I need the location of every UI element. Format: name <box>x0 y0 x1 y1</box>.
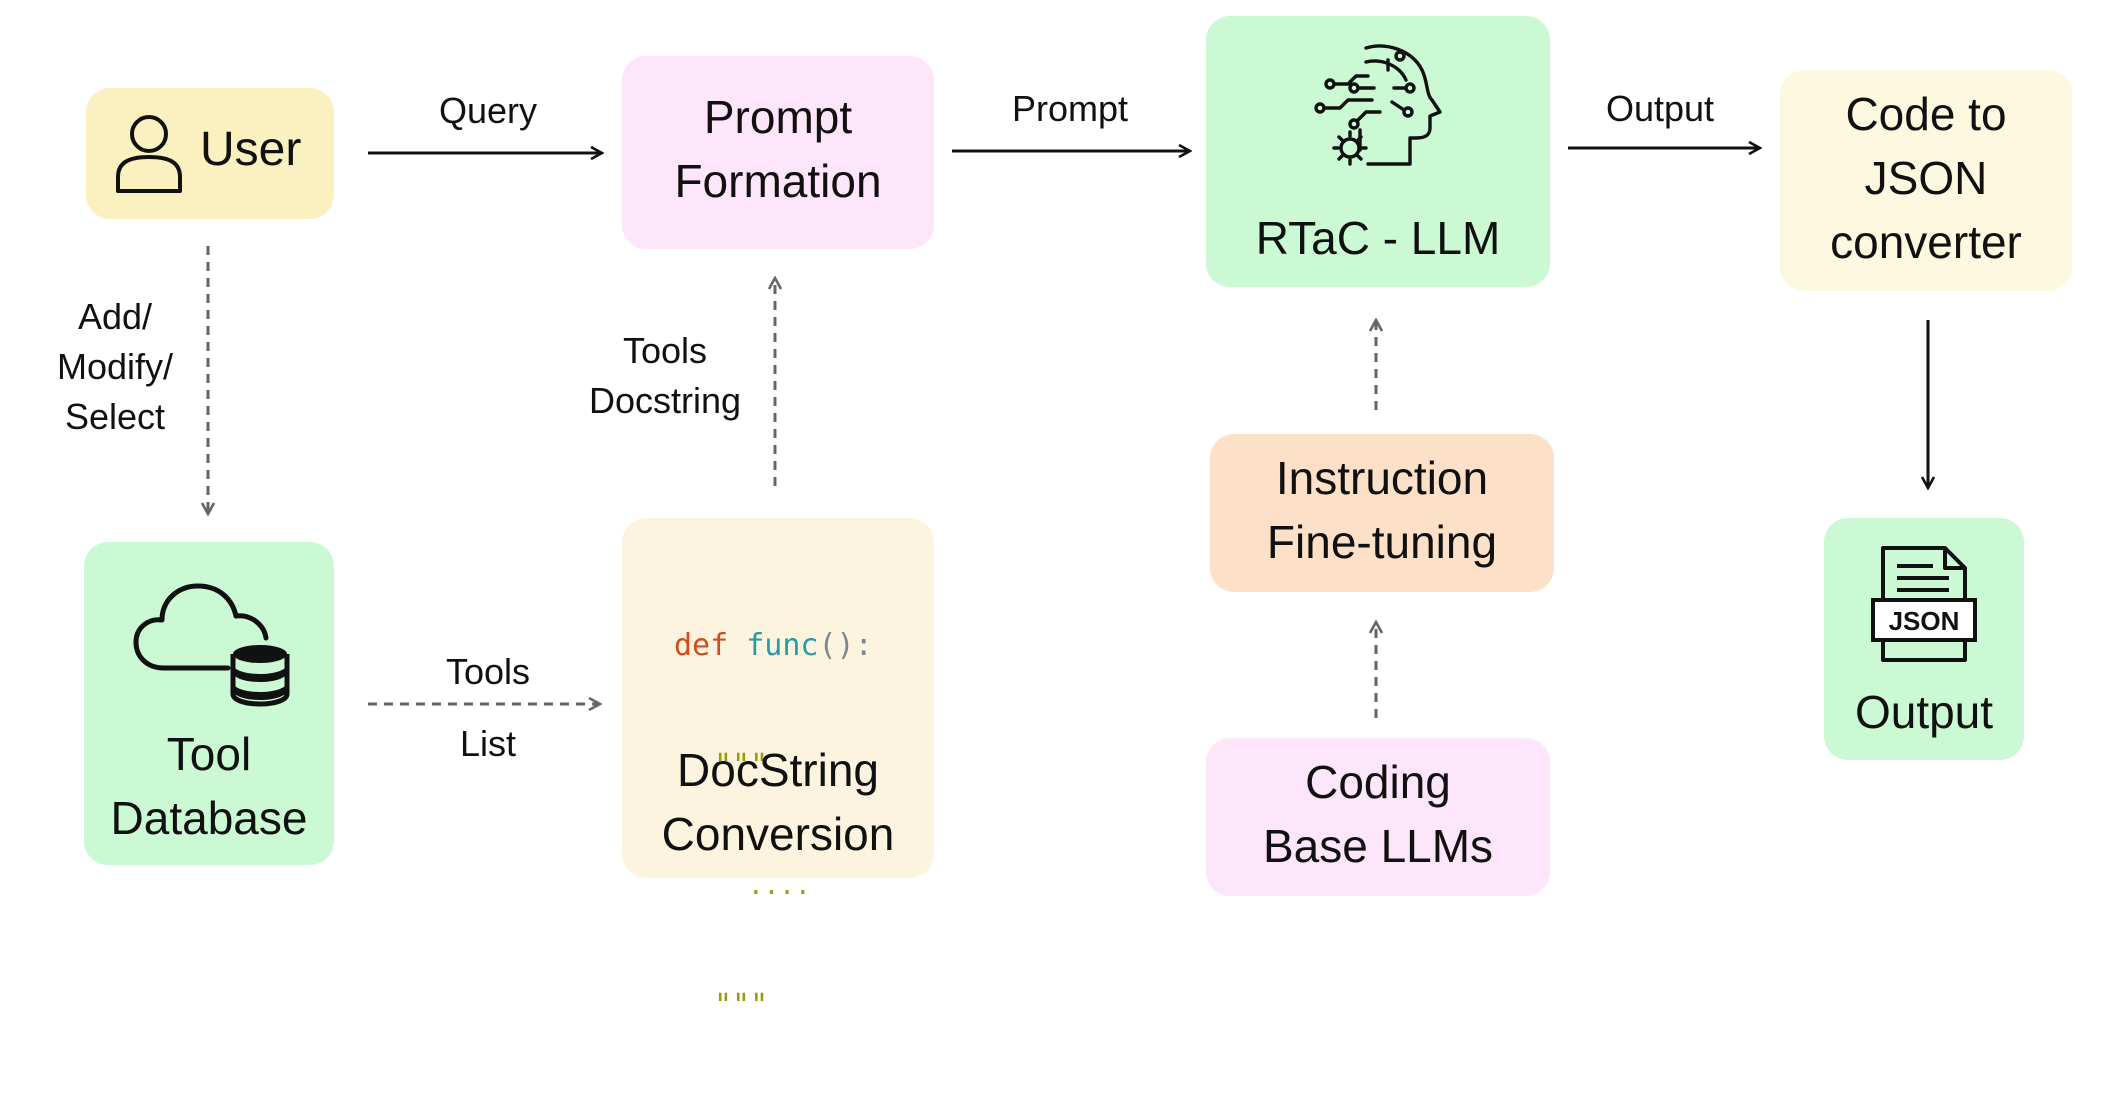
converter-line2: JSON <box>1864 152 1988 204</box>
coding-base-llms-node: Coding Base LLMs <box>1206 738 1550 896</box>
rtac-llm-label: RTaC - LLM <box>1255 212 1501 264</box>
code-to-json-converter-node: Code to JSON converter <box>1780 70 2072 291</box>
code-line-quote-open: """ <box>674 746 873 786</box>
user-label: User <box>200 123 302 176</box>
list-label: List <box>459 723 517 764</box>
docstring-conversion-line2: Conversion <box>661 808 895 860</box>
instruction-finetuning-node: Instruction Fine-tuning <box>1210 434 1554 592</box>
code-docstring-close: """ <box>714 988 769 1023</box>
tools-docstring-line1: Tools <box>622 330 708 371</box>
json-file-icon: JSON <box>1871 546 1977 662</box>
tools-label: Tools <box>445 651 531 692</box>
modify-label: Modify/ <box>56 346 174 387</box>
edge-label-add-modify-select: Add/ Modify/ Select <box>40 292 190 442</box>
code-punctuation: (): <box>818 628 873 663</box>
base-llms-line2: Base LLMs <box>1262 820 1494 872</box>
edge-label-tools-docstring: Tools Docstring <box>580 326 750 426</box>
output-node: JSON Output <box>1824 518 2024 760</box>
code-keyword: def <box>674 628 729 663</box>
base-llms-line1: Coding <box>1305 756 1451 808</box>
edge-label-query: Query <box>438 90 538 131</box>
json-icon-text: JSON <box>1889 606 1960 636</box>
edge-label-output: Output <box>1605 88 1715 129</box>
edge-label-prompt: Prompt <box>1011 88 1129 129</box>
select-label: Select <box>64 396 166 437</box>
finetuning-line1: Instruction <box>1275 452 1489 504</box>
rtac-llm-node: RTaC - LLM <box>1206 16 1550 287</box>
tool-database-node: Tool Database <box>84 542 334 865</box>
tool-database-line2: Database <box>110 792 308 844</box>
cloud-database-icon <box>133 583 290 707</box>
prompt-formation-line1: Prompt <box>703 91 853 143</box>
tools-docstring-line2: Docstring <box>588 380 742 421</box>
code-function-name: func <box>746 628 819 663</box>
tool-database-line1: Tool <box>166 728 252 780</box>
user-node: User <box>86 88 334 219</box>
code-line-dots: .... <box>674 866 873 906</box>
user-icon <box>116 115 182 193</box>
docstring-conversion-node: def func(): """ .... """ DocString Conve… <box>622 518 934 1023</box>
ai-brain-gear-icon <box>1314 44 1442 166</box>
code-docstring-open: """ <box>714 748 769 783</box>
converter-line1: Code to <box>1845 88 2007 140</box>
docstring-conversion-line1: DocString <box>677 744 879 796</box>
converter-line3: converter <box>1830 216 2022 268</box>
edge-label-tools-list: Tools List <box>418 636 558 780</box>
prompt-formation-line2: Formation <box>674 155 882 207</box>
prompt-formation-node: Prompt Formation <box>622 56 934 249</box>
finetuning-line2: Fine-tuning <box>1266 516 1498 568</box>
code-line-quote-close: """ <box>674 986 873 1026</box>
arrows-layer <box>0 0 2113 718</box>
code-line-def: def func(): <box>674 626 873 666</box>
add-label: Add/ <box>77 296 153 337</box>
code-docstring-dots: .... <box>748 871 811 901</box>
output-label: Output <box>1854 686 1994 738</box>
